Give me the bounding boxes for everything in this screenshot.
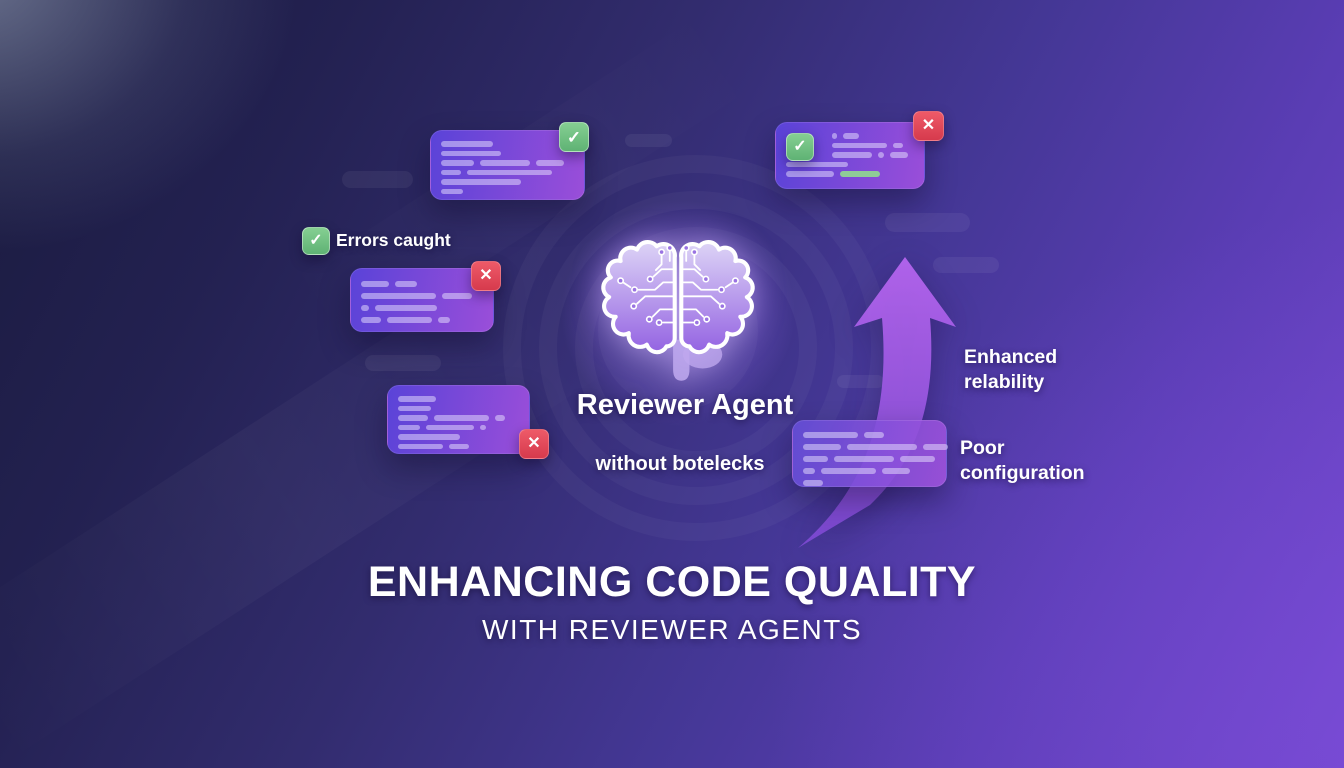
- code-line-segment: [398, 405, 431, 411]
- code-line-segment: [467, 169, 552, 175]
- code-line-segment: [832, 152, 872, 158]
- code-line-segment: [878, 152, 884, 158]
- code-line-segment: [426, 424, 474, 430]
- code-card-bottom-left: ✕: [387, 385, 549, 459]
- code-line-segment: [441, 179, 521, 185]
- code-line-segment: [441, 160, 474, 166]
- decorative-pill: [885, 213, 970, 232]
- code-line-segment: [843, 133, 859, 139]
- code-line-segment: [832, 133, 837, 139]
- code-line-segment: [803, 468, 815, 474]
- enhanced-line2: relability: [964, 371, 1045, 393]
- decorative-pill: [625, 134, 672, 147]
- check-badge: ✓: [559, 122, 589, 152]
- page-subtitle: WITH REVIEWER AGENTS: [481, 614, 863, 645]
- code-line-segment: [361, 317, 381, 323]
- cross-icon: ✕: [921, 117, 936, 134]
- poor-configuration-note: Poor configuration: [960, 436, 1085, 486]
- code-lines: [388, 386, 529, 459]
- decorative-pill: [365, 355, 441, 371]
- code-line-segment: [840, 171, 880, 177]
- code-lines: [793, 421, 948, 498]
- code-line-segment: [847, 444, 917, 450]
- check-badge: ✓: [786, 133, 814, 161]
- cross-badge: ✕: [519, 429, 549, 459]
- code-card-poor-config: [792, 420, 948, 487]
- agent-title: Reviewer Agent: [576, 389, 794, 421]
- poor-line1: Poor: [960, 437, 1005, 459]
- code-line-segment: [834, 456, 894, 462]
- cross-badge: ✕: [471, 261, 501, 291]
- curved-up-arrow-icon: [798, 257, 956, 548]
- code-line-segment: [361, 281, 389, 287]
- code-line-segment: [375, 305, 437, 311]
- code-line-segment: [398, 415, 428, 421]
- code-line-segment: [786, 161, 848, 167]
- agent-subtitle: without botelecks: [595, 453, 765, 475]
- decorative-pill: [837, 375, 884, 388]
- code-line-segment: [441, 150, 501, 156]
- check-badge: ✓: [302, 227, 330, 255]
- code-line-segment: [495, 415, 505, 421]
- code-line-segment: [893, 142, 903, 148]
- code-line-segment: [864, 432, 884, 438]
- code-line-segment: [395, 281, 417, 287]
- code-card-top-left: ✓: [430, 122, 589, 200]
- code-line-segment: [398, 443, 443, 449]
- decorative-pill: [933, 257, 999, 273]
- code-line-segment: [449, 443, 469, 449]
- poor-line2: configuration: [960, 462, 1085, 484]
- code-line-segment: [441, 169, 461, 175]
- code-line-segment: [441, 141, 493, 147]
- code-lines: [431, 131, 584, 204]
- brain-glow: [528, 168, 828, 458]
- code-line-segment: [361, 305, 369, 311]
- check-icon: ✓: [566, 127, 582, 147]
- code-line-segment: [480, 424, 486, 430]
- code-line-segment: [900, 456, 935, 462]
- code-line-segment: [882, 468, 910, 474]
- code-lines: [351, 269, 493, 335]
- cross-badge: ✕: [913, 111, 944, 141]
- code-line-segment: [387, 317, 432, 323]
- page-title: ENHANCING CODE QUALITY: [367, 558, 977, 606]
- cross-icon: ✕: [479, 267, 493, 284]
- decorative-pill: [342, 171, 413, 188]
- code-line-segment: [803, 432, 858, 438]
- code-line-segment: [890, 152, 908, 158]
- code-line-segment: [361, 293, 436, 299]
- code-line-segment: [398, 424, 420, 430]
- code-line-segment: [536, 160, 564, 166]
- code-line-segment: [442, 293, 472, 299]
- enhanced-line1: Enhanced: [964, 346, 1058, 368]
- code-card-mid-left: ✕: [350, 261, 501, 335]
- enhanced-reliability-note: Enhanced relability: [964, 345, 1057, 395]
- circuit-brain-icon: [601, 240, 755, 381]
- code-line-segment: [786, 171, 834, 177]
- check-icon: ✓: [793, 138, 807, 155]
- code-lines: [776, 123, 924, 187]
- code-line-segment: [398, 396, 436, 402]
- errors-caught-label: Errors caught: [336, 230, 451, 250]
- code-line-segment: [441, 188, 463, 194]
- code-line-segment: [434, 415, 489, 421]
- check-icon: ✓: [309, 232, 323, 249]
- code-line-segment: [438, 317, 450, 323]
- code-line-segment: [821, 468, 876, 474]
- cross-icon: ✕: [527, 435, 541, 452]
- code-line-segment: [398, 434, 460, 440]
- code-line-segment: [803, 480, 823, 486]
- code-line-segment: [803, 444, 841, 450]
- code-line-segment: [923, 444, 948, 450]
- code-line-segment: [803, 456, 828, 462]
- code-line-segment: [480, 160, 530, 166]
- code-line-segment: [832, 142, 887, 148]
- code-card-top-right: ✓ ✕: [775, 111, 944, 189]
